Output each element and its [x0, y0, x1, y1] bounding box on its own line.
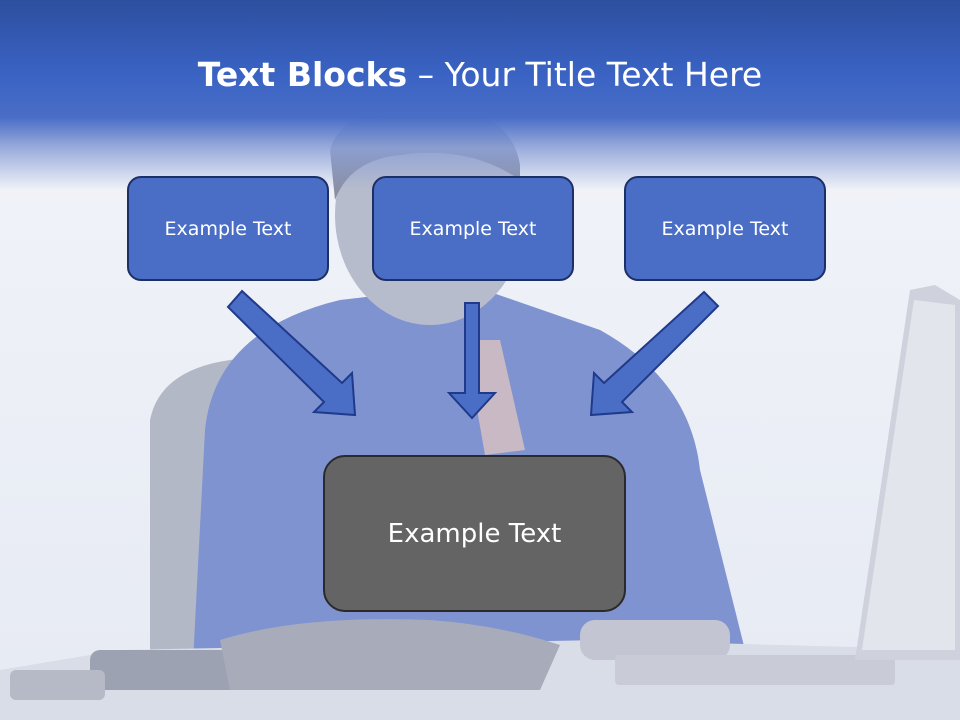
- target-block: Example Text: [323, 455, 626, 612]
- text-block-3-label: Example Text: [661, 217, 789, 240]
- title-bar: [0, 0, 960, 190]
- arrow-right-icon: [589, 290, 720, 417]
- arrow-center-icon: [446, 302, 498, 420]
- title-bold: Text Blocks: [197, 55, 408, 94]
- text-block-2-label: Example Text: [409, 217, 537, 240]
- text-block-3: Example Text: [624, 176, 826, 281]
- text-block-2: Example Text: [372, 176, 574, 281]
- title-rest: – Your Title Text Here: [407, 55, 763, 94]
- text-block-1: Example Text: [127, 176, 329, 281]
- slide-title: Text Blocks – Your Title Text Here: [0, 52, 960, 98]
- text-block-1-label: Example Text: [164, 217, 292, 240]
- target-block-label: Example Text: [387, 518, 562, 549]
- arrow-left-icon: [226, 289, 357, 417]
